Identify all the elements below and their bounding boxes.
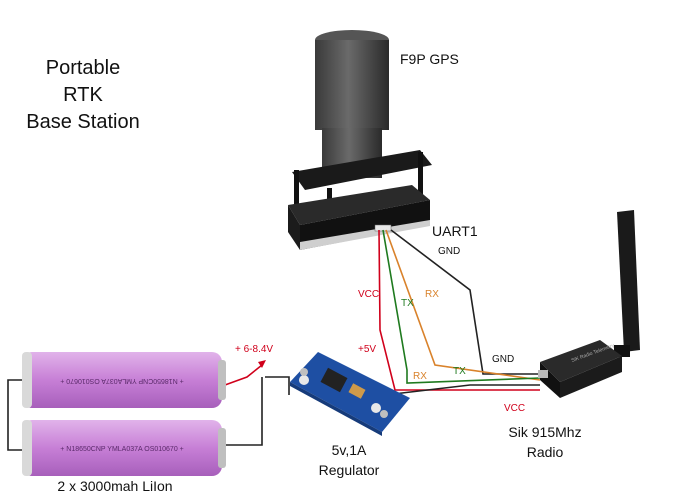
gps-label: F9P GPS — [400, 51, 459, 67]
vcc-wire — [378, 229, 540, 391]
rx-label: RX — [425, 289, 439, 300]
radio-module: SiK Radio Telemetry — [538, 210, 640, 398]
plus5v-label: +5V — [358, 344, 376, 355]
battery-voltage-label: + 6-8.4V — [235, 344, 273, 355]
gps-module — [288, 30, 432, 250]
battery-interconnect-wire — [7, 379, 22, 451]
gps-gnd-wire — [390, 229, 540, 375]
radio-label-line2: Radio — [527, 444, 564, 460]
reg-gnd-wire — [384, 384, 540, 396]
title-line-1: Portable — [45, 57, 121, 79]
radio-rx-label: RX — [413, 371, 427, 382]
battery-negative-wire — [225, 377, 263, 446]
radio-tx-label: TX — [453, 366, 466, 377]
radio-gnd-label: GND — [492, 354, 514, 365]
title-line-3: Base Station — [26, 111, 140, 133]
tx-label: TX — [401, 298, 414, 309]
tx-wire — [385, 229, 541, 381]
battery-cell-text-top: + N18650CNP YMLA037A OS010670 + — [60, 377, 184, 384]
radio-label-line1: Sik 915Mhz — [508, 424, 581, 440]
radio-vcc-label: VCC — [504, 403, 525, 414]
wires — [7, 229, 541, 451]
title-line-2: RTK — [63, 84, 103, 106]
battery-pack — [22, 352, 226, 476]
uart-label: UART1 — [432, 223, 478, 239]
gps-gnd-label: GND — [438, 246, 460, 257]
battery-black-wire — [265, 376, 290, 395]
vcc-label: VCC — [358, 289, 379, 300]
battery-positive-wire — [224, 364, 263, 386]
regulator-board — [290, 352, 410, 436]
rx-wire — [382, 229, 541, 384]
battery-cell-text-bottom: + N18650CNP YMLA037A OS010670 + — [60, 446, 184, 453]
regulator-label-line2: Regulator — [319, 462, 380, 478]
battery-label: 2 x 3000mah LiIon — [57, 478, 172, 494]
battery-cell-bottom — [22, 420, 222, 476]
battery-cell-top — [22, 352, 222, 408]
regulator-label-line1: 5v,1A — [332, 442, 367, 458]
